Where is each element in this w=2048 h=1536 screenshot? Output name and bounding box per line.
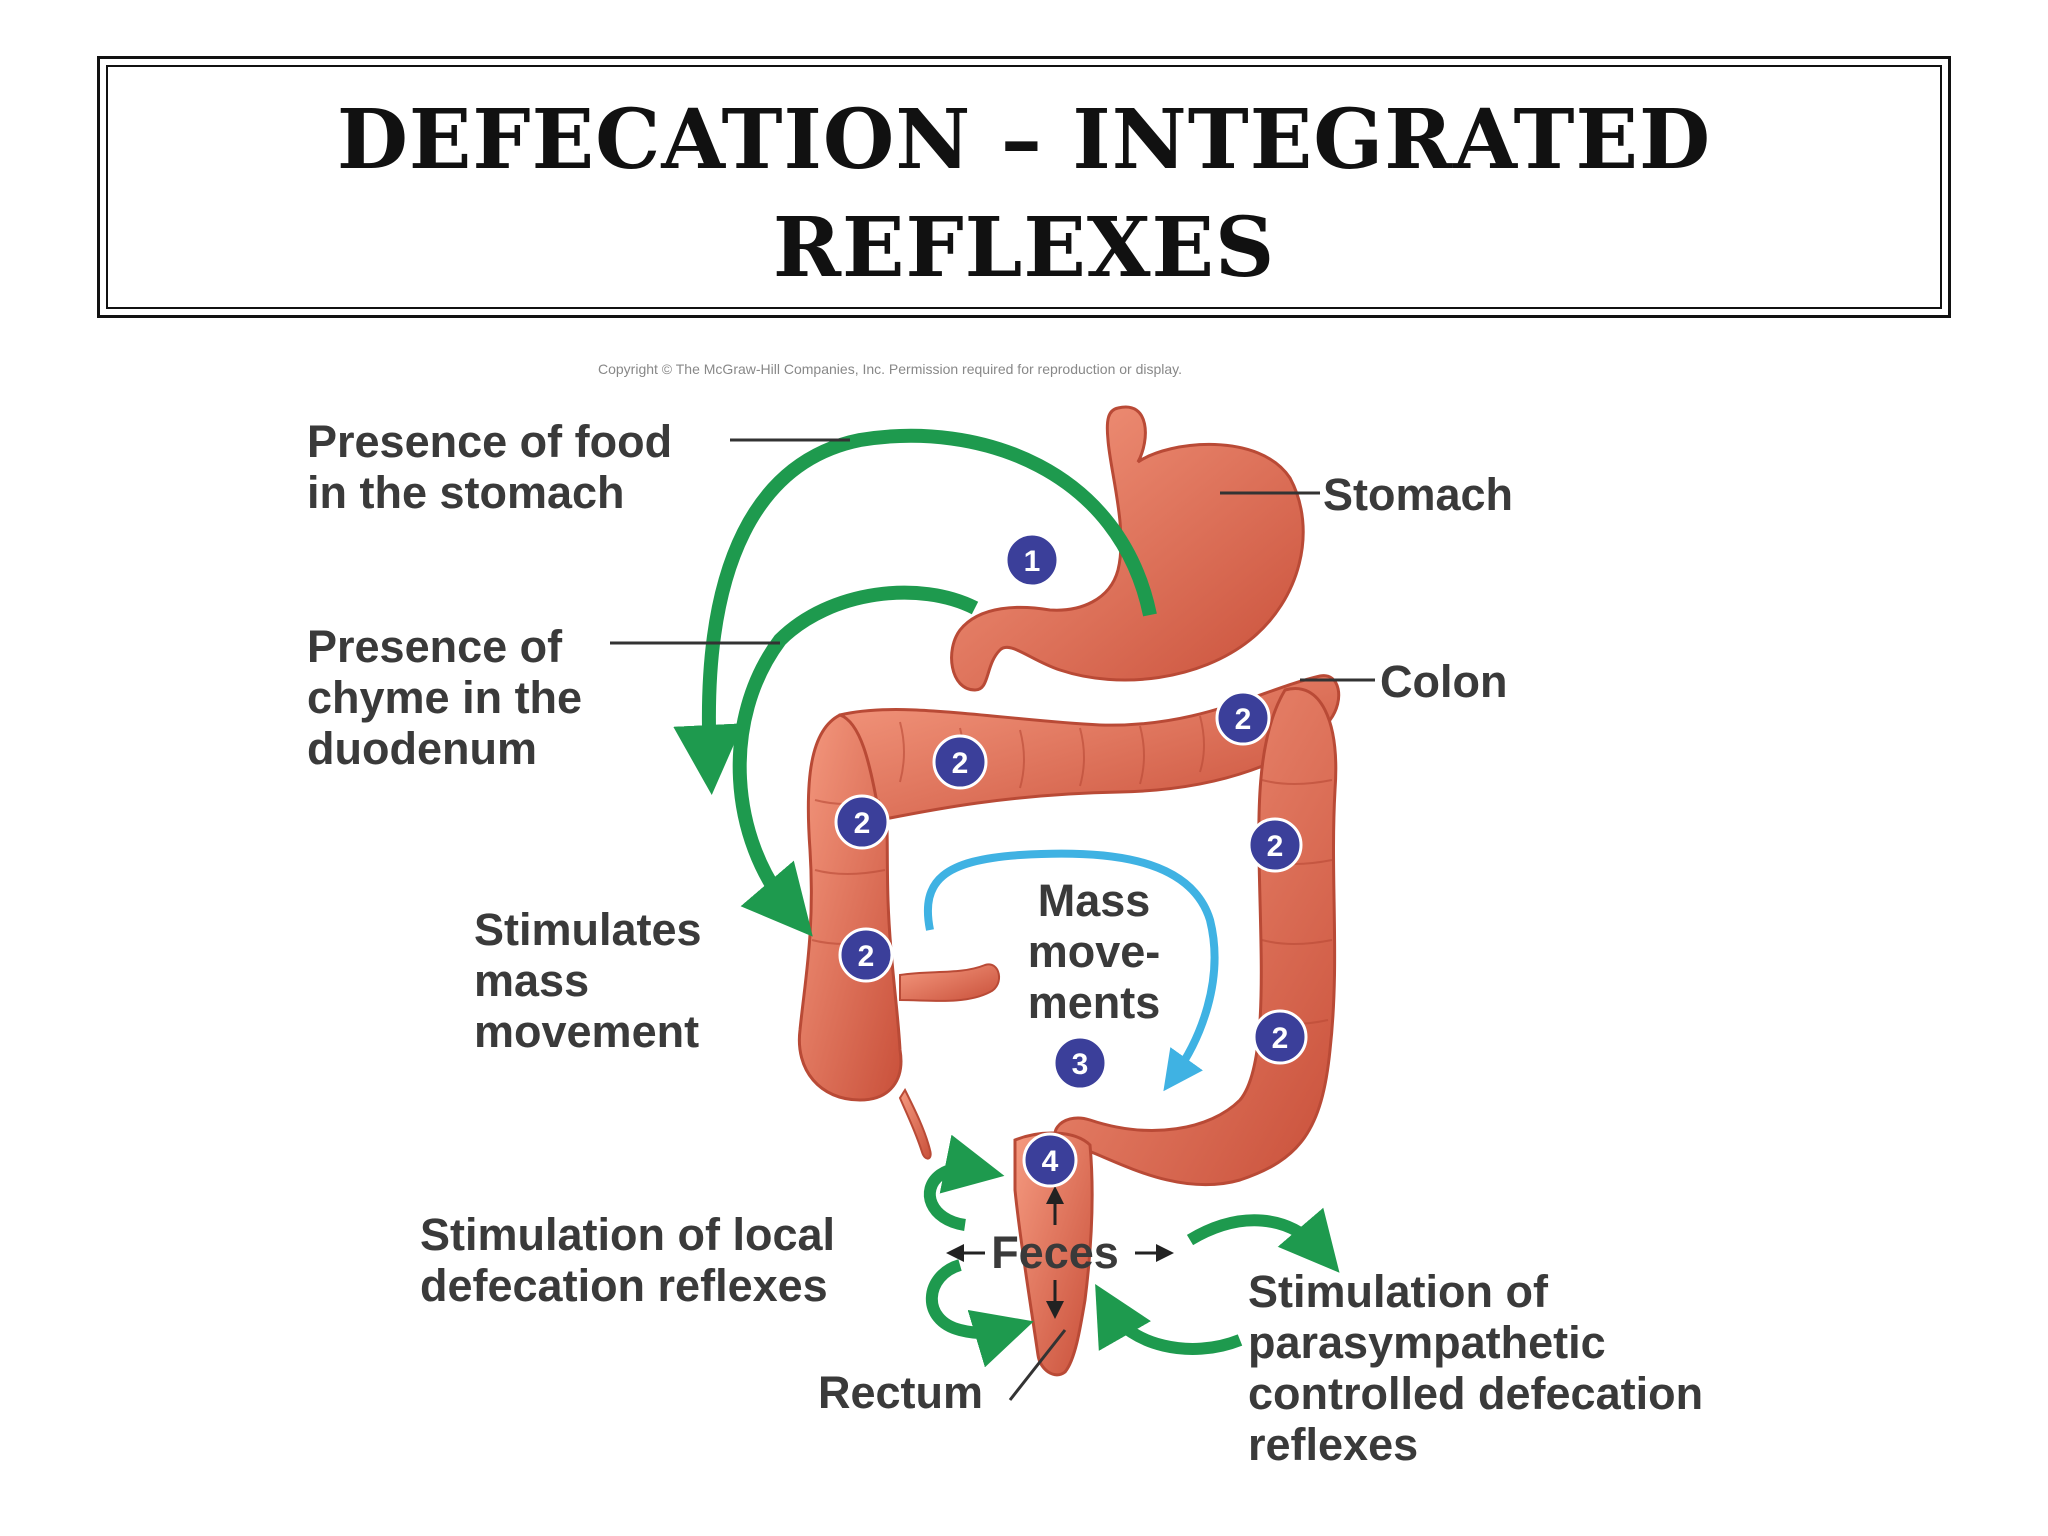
title-line-2: REFLEXES (772, 200, 1276, 296)
label-stimulates-line2: mass (474, 955, 589, 1006)
leader-lines (610, 438, 1375, 1401)
chyme-reflex-arrow (732, 585, 979, 937)
label-food-line1: Presence of food (307, 416, 672, 467)
svg-text:4: 4 (1042, 1145, 1059, 1178)
svg-text:2: 2 (1267, 830, 1284, 863)
label-chyme-line1: Presence of (307, 621, 563, 672)
svg-text:3: 3 (1072, 1048, 1089, 1081)
appendix (898, 1087, 932, 1160)
rectum-shape (1013, 1131, 1094, 1377)
label-feces: Feces (991, 1227, 1119, 1278)
parasympathetic-arrow-lower (1095, 1283, 1243, 1355)
svg-text:1: 1 (1024, 545, 1041, 578)
label-mass-line3: ments (1028, 977, 1161, 1028)
ileum (899, 963, 1000, 1002)
label-mass-line1: Mass (1038, 875, 1151, 926)
svg-text:2: 2 (1272, 1022, 1289, 1055)
badge-step2-c: 2 (834, 794, 890, 850)
svg-text:2: 2 (1235, 703, 1252, 736)
label-para-line3: controlled defecation (1248, 1368, 1703, 1419)
badge-step1: 1 (1004, 532, 1060, 588)
copyright-text: Copyright © The McGraw-Hill Companies, I… (598, 361, 1182, 377)
label-stomach: Stomach (1323, 469, 1513, 520)
label-chyme-line2: chyme in the (307, 672, 582, 723)
badge-step2-d: 2 (1247, 817, 1303, 873)
badge-step3: 3 (1052, 1035, 1108, 1091)
label-para-line1: Stimulation of (1248, 1266, 1549, 1317)
badge-step4: 4 (1022, 1132, 1078, 1188)
food-reflex-arrow (673, 428, 1157, 795)
label-rectum: Rectum (818, 1367, 983, 1418)
local-reflex-arrow-upper (923, 1134, 1005, 1231)
parasympathetic-arrow-upper (1186, 1207, 1340, 1273)
badge-step2-f: 2 (1252, 1009, 1308, 1065)
label-local-line2: defecation reflexes (420, 1260, 828, 1311)
label-local-line1: Stimulation of local (420, 1209, 835, 1260)
title-line-1: DEFECATION – INTEGRATED (336, 92, 1712, 188)
label-mass-line2: move- (1028, 926, 1161, 977)
label-food-line2: in the stomach (307, 467, 625, 518)
label-para-line2: parasympathetic (1248, 1317, 1606, 1368)
mass-movement-arrow (923, 849, 1219, 1092)
svg-text:2: 2 (952, 747, 969, 780)
title-frame (97, 56, 1951, 318)
badge-step2-b: 2 (932, 734, 988, 790)
label-para-line4: reflexes (1248, 1419, 1418, 1470)
svg-text:2: 2 (858, 940, 875, 973)
label-stimulates-line1: Stimulates (474, 904, 702, 955)
svg-text:2: 2 (854, 807, 871, 840)
local-reflex-arrow-lower (925, 1259, 1034, 1368)
badge-step2-a: 2 (1215, 690, 1271, 746)
label-chyme-line3: duodenum (307, 723, 537, 774)
badge-step2-e: 2 (838, 927, 894, 983)
label-stimulates-line3: movement (474, 1006, 699, 1057)
label-colon: Colon (1380, 656, 1507, 707)
